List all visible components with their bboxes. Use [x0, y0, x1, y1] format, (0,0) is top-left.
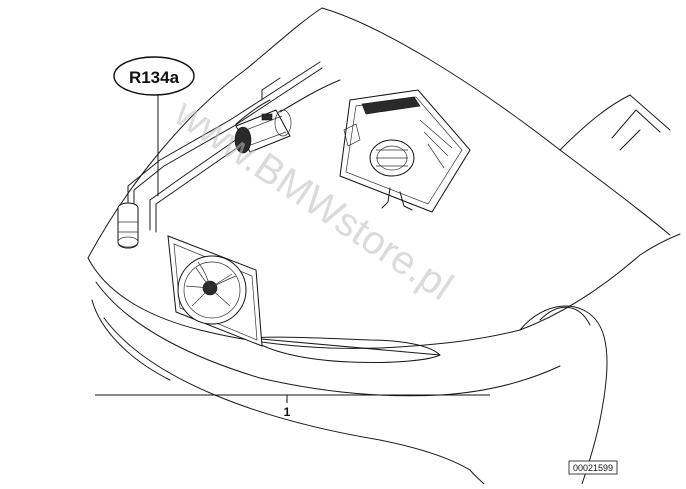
ac-compressor: [234, 109, 292, 154]
refrigerant-lines: [127, 61, 341, 233]
car-body-outline: [87, 7, 681, 485]
heater-evaporator-housing: [339, 89, 471, 213]
condenser-fan-assembly: [167, 235, 263, 347]
callout-1: 1: [95, 394, 490, 419]
doc-code: 00021599: [568, 460, 618, 475]
refrigerant-label: R134a: [113, 56, 195, 197]
receiver-drier: [117, 202, 139, 249]
callout-1-label: 1: [284, 405, 291, 419]
refrigerant-label-text: R134a: [129, 68, 180, 87]
doc-code-text: 00021599: [573, 463, 613, 473]
